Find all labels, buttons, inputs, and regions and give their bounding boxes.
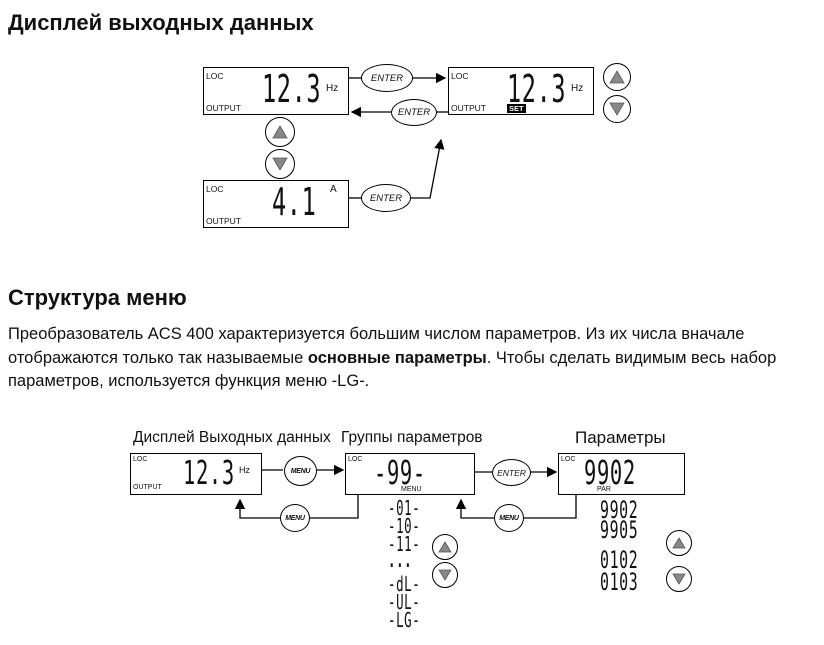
mode-label: OUTPUT bbox=[451, 103, 486, 113]
menu-button-label: MENU bbox=[285, 514, 305, 522]
down-arrow-icon bbox=[672, 573, 686, 585]
loc-label: LOC bbox=[133, 456, 148, 463]
set-badge: SET bbox=[507, 104, 526, 113]
unit-label: A bbox=[330, 184, 337, 195]
display-value: 4.1 bbox=[272, 180, 317, 224]
display-value: 9902 bbox=[584, 453, 636, 492]
list-item: 0102 bbox=[600, 546, 639, 574]
parameter-list: 9902 9905 0102 0103 bbox=[600, 496, 670, 606]
caption-params: Параметры bbox=[575, 428, 666, 447]
menu-description: Преобразователь ACS 400 характеризуется … bbox=[8, 323, 820, 394]
display-value: 12.3 bbox=[507, 67, 567, 111]
down-button[interactable] bbox=[432, 562, 458, 588]
list-item: 9905 bbox=[600, 516, 639, 544]
sub-label: PAR bbox=[597, 486, 611, 493]
up-button[interactable] bbox=[666, 530, 692, 556]
list-item: -UL- bbox=[388, 590, 421, 614]
menu-button[interactable]: MENU bbox=[280, 504, 310, 532]
setpoint-display: LOC 12.3 Hz OUTPUT SET bbox=[448, 67, 594, 115]
list-item: 9902 bbox=[600, 496, 639, 524]
caption-output: Дисплей Выходных данных bbox=[133, 429, 331, 446]
menu-button-label: MENU bbox=[499, 514, 519, 522]
loc-label: LOC bbox=[206, 71, 224, 81]
section-title-output-display: Дисплей выходных данных bbox=[8, 10, 314, 35]
enter-button[interactable]: ENTER bbox=[361, 184, 411, 212]
list-item: -11- bbox=[388, 532, 421, 556]
desc-part-1: Преобразователь ACS 400 характеризуется … bbox=[8, 325, 745, 367]
list-item: 0103 bbox=[600, 568, 639, 596]
parameters-display: LOC 9902 PAR bbox=[558, 453, 685, 495]
list-item: -01- bbox=[388, 496, 421, 520]
menu-button[interactable]: MENU bbox=[284, 456, 317, 486]
up-arrow-icon bbox=[272, 125, 288, 139]
up-arrow-icon bbox=[438, 541, 452, 553]
mode-label: OUTPUT bbox=[133, 484, 162, 491]
down-button[interactable] bbox=[666, 566, 692, 592]
display-value: 12.3 bbox=[262, 67, 322, 111]
menu-button[interactable]: MENU bbox=[494, 504, 524, 532]
caption-groups: Группы параметров bbox=[341, 429, 483, 446]
menu-output-display: LOC 12.3 Hz OUTPUT bbox=[130, 453, 262, 495]
enter-button[interactable]: ENTER bbox=[492, 459, 531, 486]
unit-label: Hz bbox=[571, 83, 584, 94]
down-arrow-icon bbox=[272, 157, 288, 171]
desc-part-2: . Чтобы сделать видимым весь набор парам… bbox=[8, 348, 777, 391]
unit-label: Hz bbox=[239, 465, 250, 475]
down-arrow-icon bbox=[609, 102, 625, 116]
output-display-current: LOC 4.1 A OUTPUT bbox=[203, 180, 349, 228]
group-list: -01- -10- -11- ... -dL- -UL- -LG- bbox=[384, 496, 434, 636]
list-item: -dL- bbox=[388, 572, 421, 596]
enter-button[interactable]: ENTER bbox=[391, 99, 437, 126]
display-value: 12.3 bbox=[183, 453, 235, 492]
mode-label: OUTPUT bbox=[206, 103, 241, 113]
down-button[interactable] bbox=[265, 149, 295, 179]
list-item: ... bbox=[388, 548, 413, 572]
loc-label: LOC bbox=[206, 184, 224, 194]
parameter-groups-display: LOC -99- MENU bbox=[345, 453, 475, 495]
menu-button-label: MENU bbox=[290, 467, 311, 475]
unit-label: Hz bbox=[326, 83, 339, 94]
up-arrow-icon bbox=[672, 537, 686, 549]
enter-button[interactable]: ENTER bbox=[361, 64, 413, 92]
up-arrow-icon bbox=[609, 70, 625, 84]
list-item: -LG- bbox=[388, 608, 421, 632]
mode-label: OUTPUT bbox=[206, 216, 241, 226]
loc-label: LOC bbox=[348, 456, 363, 463]
list-item: -10- bbox=[388, 514, 421, 538]
sub-label: MENU bbox=[401, 486, 422, 493]
display-value: -99- bbox=[374, 453, 426, 492]
desc-bold: основные параметры bbox=[307, 348, 487, 367]
section-title-menu-structure: Структура меню bbox=[8, 285, 187, 310]
loc-label: LOC bbox=[451, 71, 469, 81]
down-arrow-icon bbox=[438, 569, 452, 581]
output-display-hz: LOC 12.3 Hz OUTPUT bbox=[203, 67, 349, 115]
up-button[interactable] bbox=[432, 534, 458, 560]
loc-label: LOC bbox=[561, 456, 576, 463]
up-button[interactable] bbox=[265, 117, 295, 147]
down-button[interactable] bbox=[603, 95, 631, 123]
up-button[interactable] bbox=[603, 63, 631, 91]
